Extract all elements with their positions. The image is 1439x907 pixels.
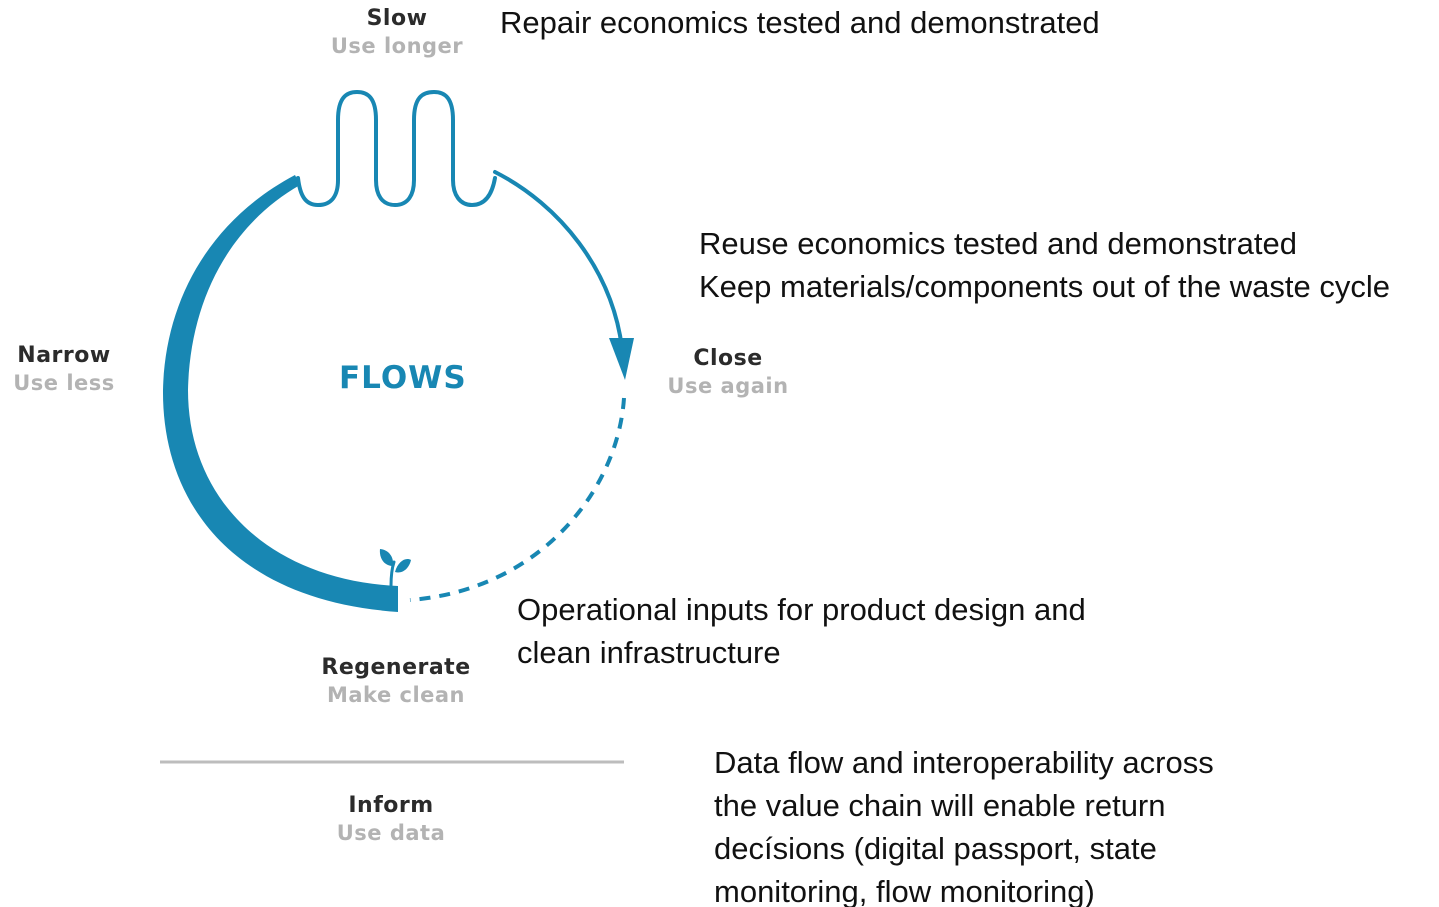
annotation-data-flow-line: Data flow and interoperability across [714, 745, 1214, 780]
node-regenerate-subtitle: Make clean [326, 683, 466, 707]
annotation-reuse-line: Reuse economics tested and demonstrated [699, 226, 1297, 261]
node-regenerate: Regenerate Make clean [311, 657, 481, 706]
annotation-repair: Repair economics tested and demonstrated [500, 1, 1100, 44]
node-inform-title: Inform [348, 793, 434, 818]
annotation-data-flow-line: the value chain will enable return [714, 788, 1166, 823]
dashed-return-arc [409, 397, 626, 602]
node-slow-subtitle: Use longer [330, 34, 464, 58]
node-close: Close Use again [664, 348, 792, 397]
node-narrow-title: Narrow [17, 343, 111, 368]
narrow-loop-band [162, 175, 398, 612]
sprout-icon [379, 549, 411, 588]
annotation-reuse: Reuse economics tested and demonstrated … [699, 222, 1390, 308]
node-slow: Slow Use longer [326, 8, 468, 57]
arrowhead-icon [609, 338, 634, 380]
close-arc [493, 170, 624, 350]
node-narrow: Narrow Use less [4, 345, 124, 394]
node-narrow-subtitle: Use less [13, 371, 115, 395]
annotation-operational: Operational inputs for product design an… [517, 588, 1086, 674]
annotation-data-flow: Data flow and interoperability across th… [714, 741, 1214, 907]
annotation-data-flow-line: decísions (digital passport, state [714, 831, 1157, 866]
center-flows-label: FLOWS [339, 360, 467, 396]
node-inform: Inform Use data [326, 795, 456, 844]
annotation-operational-line: Operational inputs for product design an… [517, 592, 1086, 627]
annotation-operational-line: clean infrastructure [517, 635, 781, 670]
slow-loop-serpentine [296, 90, 497, 207]
node-regenerate-title: Regenerate [321, 655, 471, 680]
node-close-subtitle: Use again [667, 374, 789, 398]
node-slow-title: Slow [366, 6, 428, 31]
annotation-data-flow-line: monitoring, flow monitoring) [714, 874, 1095, 907]
annotation-repair-line: Repair economics tested and demonstrated [500, 5, 1100, 40]
node-inform-subtitle: Use data [336, 821, 446, 845]
node-close-title: Close [693, 346, 763, 371]
annotation-reuse-line: Keep materials/components out of the was… [699, 269, 1390, 304]
